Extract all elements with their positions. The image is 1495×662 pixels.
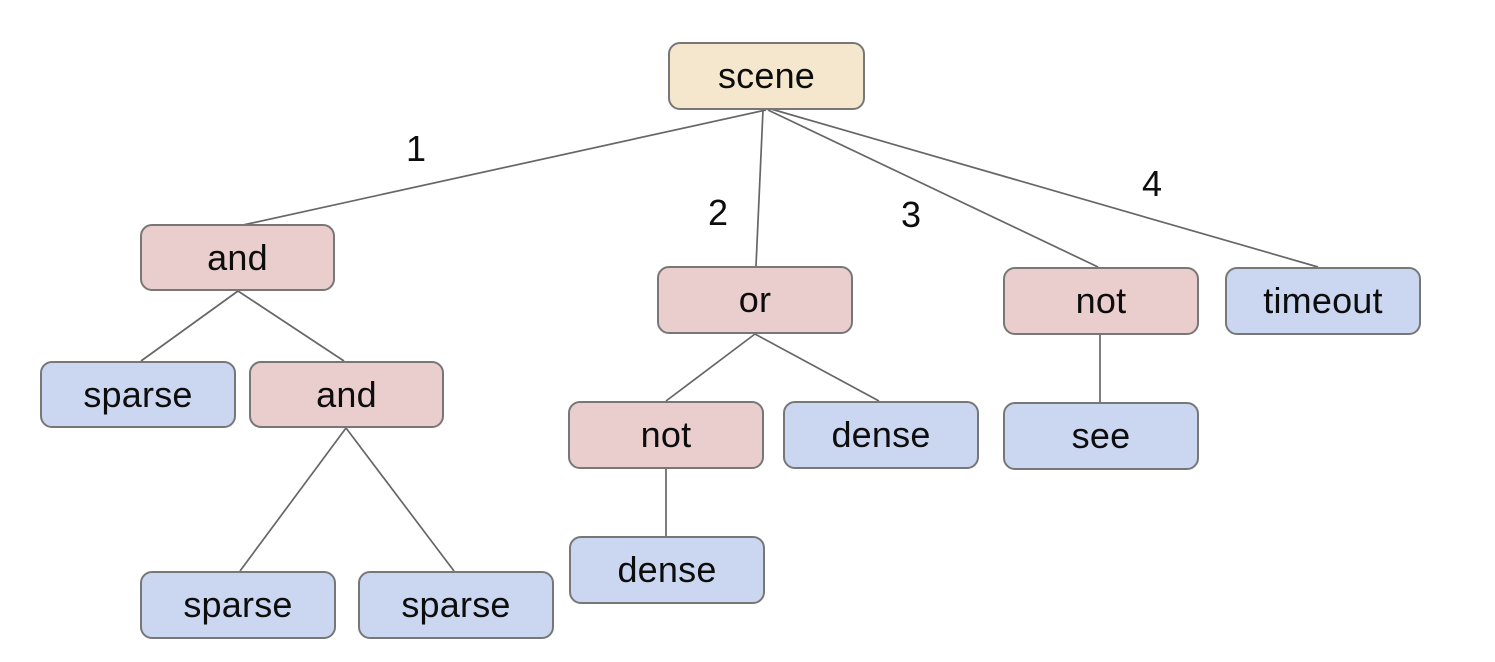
edge-label-1: 1 bbox=[405, 128, 427, 169]
edge-label-4: 4 bbox=[1141, 163, 1163, 204]
node-sparse-1: sparse bbox=[40, 361, 236, 428]
edge-scene-timeout bbox=[770, 108, 1319, 268]
node-scene: scene bbox=[668, 42, 865, 110]
edge-and2-sparse3 bbox=[345, 427, 455, 572]
edge-label-2: 2 bbox=[707, 192, 729, 233]
node-sparse-3: sparse bbox=[358, 571, 554, 639]
node-dense-2: dense bbox=[569, 536, 765, 604]
edge-label-3: 3 bbox=[900, 194, 922, 235]
edge-and2-sparse2 bbox=[239, 427, 347, 572]
edge-and1-sparse1 bbox=[140, 290, 239, 362]
edge-scene-not2 bbox=[767, 109, 1099, 268]
node-or: or bbox=[657, 266, 853, 334]
node-timeout: timeout bbox=[1225, 267, 1421, 335]
node-see: see bbox=[1003, 402, 1199, 470]
edge-scene-and1 bbox=[242, 109, 767, 226]
node-and-2: and bbox=[249, 361, 444, 428]
node-sparse-2: sparse bbox=[140, 571, 336, 639]
node-not-1: not bbox=[568, 401, 764, 469]
edge-or-not1 bbox=[665, 333, 756, 402]
edge-scene-or bbox=[755, 109, 764, 267]
edge-or-dense1 bbox=[754, 333, 880, 402]
node-dense-1: dense bbox=[783, 401, 979, 469]
edge-and1-and2 bbox=[237, 290, 345, 362]
node-not-2: not bbox=[1003, 267, 1199, 335]
node-and-1: and bbox=[140, 224, 335, 291]
